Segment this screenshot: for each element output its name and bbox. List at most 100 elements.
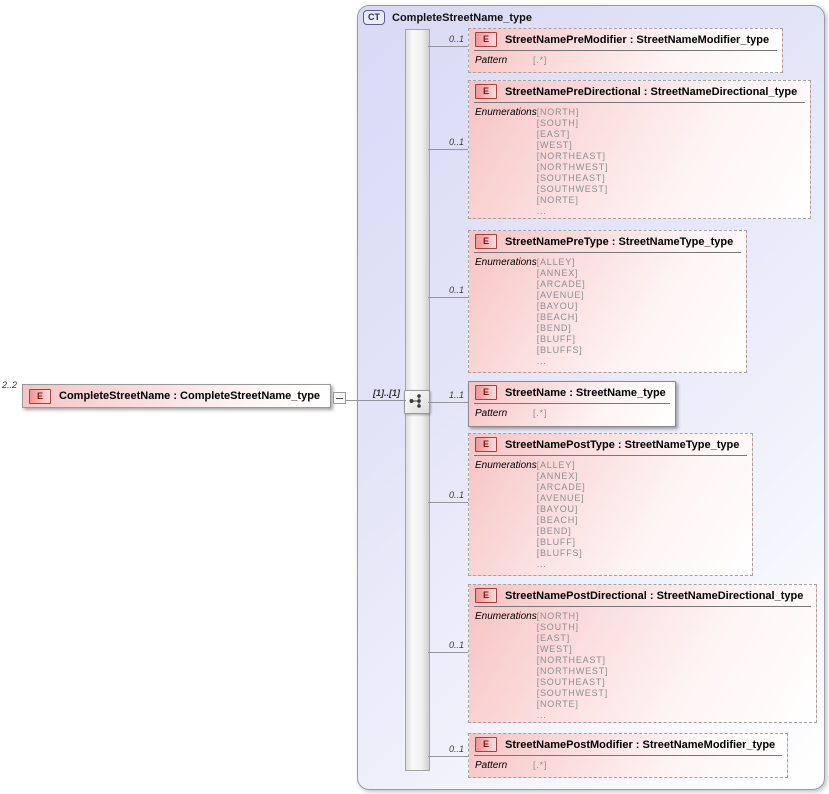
facet-values: [.*]: [533, 408, 547, 419]
facet-values: [.*]: [533, 55, 547, 66]
cardinality-label: 0..1: [448, 640, 464, 650]
element-label: StreetNamePreDirectional : StreetNameDir…: [505, 85, 798, 98]
facet-value: [AVENUE]: [536, 493, 585, 503]
facet-value: [BLUFFS]: [536, 548, 583, 558]
element-header: E StreetNamePreType : StreetNameType_type: [469, 231, 746, 251]
header-separator: [474, 50, 777, 51]
connector-line: [428, 402, 468, 403]
facet-value: [SOUTH]: [536, 622, 579, 632]
facet-value: [SOUTHWEST]: [536, 688, 609, 698]
element-header: E StreetNamePostType : StreetNameType_typ…: [469, 434, 752, 454]
header-separator: [474, 102, 805, 103]
facet-label: Pattern: [475, 408, 508, 419]
root-element-box[interactable]: E CompleteStreetName : CompleteStreetNam…: [22, 384, 331, 408]
facet-value: [BAYOU]: [536, 504, 579, 514]
element-badge: E: [29, 388, 51, 404]
element-box-streetnamepostmodifier[interactable]: E StreetNamePostModifier : StreetNameModi…: [468, 733, 788, 778]
header-separator: [474, 455, 747, 456]
facet-label: Pattern: [475, 55, 508, 66]
element-box-streetnamepostdirectional[interactable]: E StreetNamePostDirectional : StreetNameD…: [468, 584, 817, 723]
facet-value: [NORTH]: [536, 107, 580, 117]
facet-value: [.*]: [533, 408, 548, 418]
facet-value: [NORTE]: [536, 699, 579, 709]
connector-line: [428, 652, 468, 653]
facet-row: Enumerations[NORTH][SOUTH][EAST][WEST][N…: [469, 607, 816, 722]
facet-row: Enumerations[ALLEY][ANNEX][ARCADE][AVENU…: [469, 253, 746, 370]
element-badge: E: [475, 234, 497, 249]
collapse-toggle[interactable]: [333, 392, 346, 404]
element-badge: E: [475, 437, 497, 452]
root-connector-line: [346, 400, 406, 401]
facet-label: Enumerations: [475, 460, 537, 471]
element-badge: E: [475, 588, 497, 603]
facet-values: [.*]: [533, 760, 547, 771]
element-badge: E: [475, 32, 497, 47]
complex-type-title: CompleteStreetName_type: [392, 11, 532, 24]
facet-values: [ALLEY][ANNEX][ARCADE][AVENUE][BAYOU][BE…: [537, 257, 586, 367]
facet-value: [NORTHEAST]: [536, 151, 606, 161]
element-box-streetnamepredirectional[interactable]: E StreetNamePreDirectional : StreetNameDi…: [468, 80, 811, 219]
root-cardinality-label: 2..2: [2, 380, 18, 390]
connector-line: [428, 756, 468, 757]
facet-value: [ARCADE]: [536, 482, 586, 492]
facet-value: [ALLEY]: [536, 257, 576, 267]
complex-type-header: CT CompleteStreetName_type: [363, 10, 532, 25]
header-separator: [474, 606, 811, 607]
element-box-streetnameposttype[interactable]: E StreetNamePostType : StreetNameType_typ…: [468, 433, 753, 576]
facet-value: [WEST]: [536, 140, 573, 150]
facet-row: Enumerations[ALLEY][ANNEX][ARCADE][AVENU…: [469, 456, 752, 573]
facet-value: [BEACH]: [536, 515, 579, 525]
facet-row: Pattern [.*]: [469, 51, 782, 69]
facet-value: [NORTHWEST]: [536, 666, 609, 676]
element-label: StreetNamePreType : StreetNameType_type: [505, 235, 734, 248]
facet-values: [ALLEY][ANNEX][ARCADE][AVENUE][BAYOU][BE…: [537, 460, 586, 570]
facet-value: [BLUFF]: [536, 537, 576, 547]
facet-value: [BEACH]: [536, 312, 579, 322]
facet-value: [ARCADE]: [536, 279, 586, 289]
facet-label: Enumerations: [475, 107, 537, 118]
facet-label: Pattern: [475, 760, 508, 771]
facet-label: Enumerations: [475, 611, 537, 622]
element-header: E StreetNamePostDirectional : StreetNameD…: [469, 585, 816, 605]
facet-value: [SOUTHWEST]: [536, 184, 609, 194]
facet-value: [BEND]: [536, 323, 572, 333]
facet-row: Enumerations[NORTH][SOUTH][EAST][WEST][N…: [469, 103, 810, 218]
sequence-compositor-icon[interactable]: [404, 390, 430, 414]
header-separator: [474, 252, 741, 253]
element-badge: E: [475, 737, 497, 752]
cardinality-label: 0..1: [448, 137, 464, 147]
connector-line: [428, 149, 468, 150]
facet-value: ...: [536, 559, 547, 569]
facet-value: [NORTE]: [536, 195, 579, 205]
cardinality-label: 0..1: [448, 285, 464, 295]
facet-value: ...: [536, 206, 547, 216]
facet-row: Pattern [.*]: [469, 756, 787, 774]
element-label: StreetNamePostDirectional : StreetNameDi…: [505, 589, 804, 602]
facet-value: [EAST]: [536, 633, 571, 643]
facet-values: [NORTH][SOUTH][EAST][WEST][NORTHEAST][NO…: [537, 611, 609, 721]
header-separator: [474, 755, 782, 756]
facet-value: [EAST]: [536, 129, 571, 139]
facet-value: [BLUFFS]: [536, 345, 583, 355]
facet-value: [.*]: [533, 55, 548, 65]
facet-value: [SOUTHEAST]: [536, 173, 606, 183]
element-label: StreetNamePostModifier : StreetNameModif…: [505, 738, 776, 751]
facet-value: [ANNEX]: [536, 471, 579, 481]
facet-value: ...: [536, 710, 547, 720]
cardinality-label: 0..1: [448, 34, 464, 44]
facet-value: [ANNEX]: [536, 268, 579, 278]
root-element-label: CompleteStreetName : CompleteStreetName_…: [59, 390, 321, 402]
facet-value: [NORTH]: [536, 611, 580, 621]
element-box-streetnamepretype[interactable]: E StreetNamePreType : StreetNameType_type…: [468, 230, 747, 373]
occurrence-label: [1]..[1]: [373, 388, 400, 398]
element-badge: E: [475, 84, 497, 99]
element-label: StreetNamePostType : StreetNameType_type: [505, 438, 740, 451]
connector-line: [428, 502, 468, 503]
facet-value: [BAYOU]: [536, 301, 579, 311]
facet-value: [AVENUE]: [536, 290, 585, 300]
